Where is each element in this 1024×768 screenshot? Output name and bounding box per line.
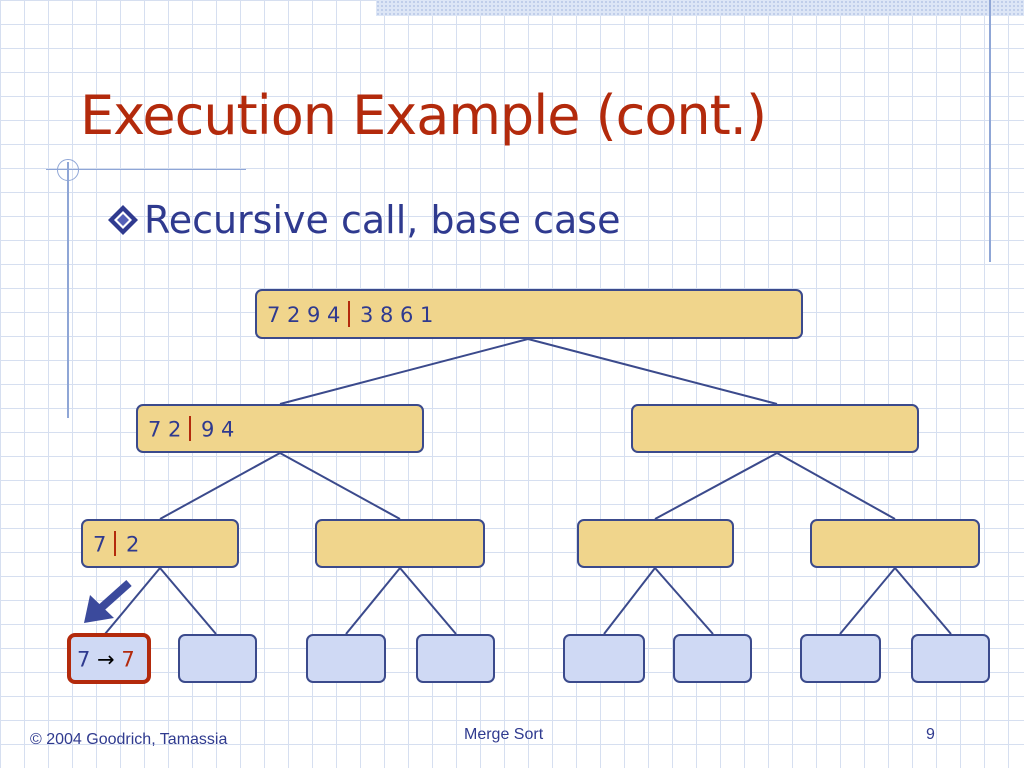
tree-edge-7 bbox=[159, 567, 217, 635]
tree-root-value-right-1: 8 bbox=[380, 303, 393, 327]
tree-edge-2 bbox=[159, 452, 281, 520]
tree-root-value-right-0: 3 bbox=[360, 303, 373, 327]
tree-leaf-0-label: 7 → 7 bbox=[77, 648, 135, 672]
header-decoration-band bbox=[376, 0, 1024, 16]
tree-leaf-3-box bbox=[416, 634, 495, 683]
bullet-text: Recursive call, base case bbox=[144, 198, 621, 242]
footer-page-number: 9 bbox=[926, 726, 935, 743]
pointer-arrow-icon-head bbox=[84, 595, 114, 623]
tree-level1-node-0-value-right-0: 9 bbox=[201, 418, 214, 442]
tree-root-box bbox=[255, 289, 803, 339]
pointer-arrow-icon-shaft bbox=[98, 580, 132, 611]
tree-edge-12 bbox=[839, 567, 896, 635]
tree-level2-node-1-box bbox=[315, 519, 485, 568]
tree-leaf-2-box bbox=[306, 634, 386, 683]
tree-edge-3 bbox=[279, 452, 401, 520]
tree-root-value-right-2: 6 bbox=[400, 303, 413, 327]
tree-leaf-4-box bbox=[563, 634, 645, 683]
tree-edge-11 bbox=[654, 567, 714, 635]
tree-level1-node-0-box bbox=[136, 404, 424, 453]
footer-topic: Merge Sort bbox=[464, 726, 544, 743]
decor-circle bbox=[57, 159, 79, 181]
tree-leaf-5-box bbox=[673, 634, 752, 683]
tree-level1-node-0-value-left-1: 2 bbox=[168, 418, 181, 442]
tree-level1-node-0-value-right-1: 4 bbox=[221, 418, 234, 442]
tree-level2-node-2-box bbox=[577, 519, 734, 568]
tree-root-value-left-1: 2 bbox=[287, 303, 300, 327]
tree-level2-node-0-box bbox=[81, 519, 239, 568]
tree-edge-5 bbox=[776, 452, 896, 520]
tree-level1-node-1-box bbox=[631, 404, 919, 453]
tree-level1-node-0-value-left-0: 7 bbox=[148, 418, 161, 442]
tree-edge-8 bbox=[345, 567, 401, 635]
tree-edge-9 bbox=[399, 567, 457, 635]
bullet-item: Recursive call, base case bbox=[106, 198, 620, 242]
tree-edge-6 bbox=[104, 567, 161, 635]
tree-edge-13 bbox=[894, 567, 952, 635]
decor-horizontal-line bbox=[46, 169, 246, 170]
tree-leaf-6-box bbox=[800, 634, 881, 683]
tree-edge-1 bbox=[527, 338, 778, 405]
tree-root-value-left-0: 7 bbox=[267, 303, 280, 327]
tree-edge-0 bbox=[279, 338, 529, 405]
tree-leaf-0-box bbox=[67, 633, 151, 684]
tree-root-value-right-3: 1 bbox=[420, 303, 433, 327]
decor-vertical-line-left bbox=[67, 162, 69, 418]
tree-root-value-left-3: 4 bbox=[327, 303, 340, 327]
tree-level2-node-0-value-right-0: 2 bbox=[126, 533, 139, 557]
page-title: Execution Example (cont.) bbox=[80, 84, 767, 147]
tree-level2-node-0-value-left-0: 7 bbox=[93, 533, 106, 557]
decor-vertical-line-right bbox=[989, 0, 991, 262]
tree-level2-node-3-box bbox=[810, 519, 980, 568]
tree-edge-4 bbox=[654, 452, 778, 520]
tree-edge-10 bbox=[603, 567, 656, 635]
tree-leaf-7-box bbox=[911, 634, 990, 683]
tree-root-value-left-2: 9 bbox=[307, 303, 320, 327]
footer-copyright: © 2004 Goodrich, Tamassia bbox=[30, 731, 228, 748]
tree-leaf-1-box bbox=[178, 634, 257, 683]
diamond-bullet-icon bbox=[108, 205, 138, 235]
